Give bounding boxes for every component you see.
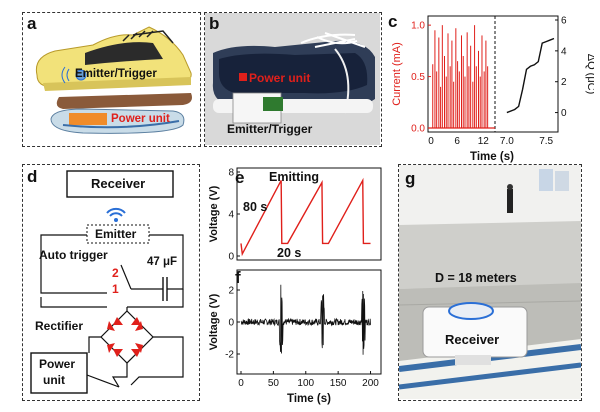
power-unit-box [30, 352, 88, 394]
panel-d-label: d [27, 167, 38, 186]
ytick-label-f: 2 [228, 286, 234, 297]
current-charge-chart: 0.0 0.5 1.0 0 2 4 6 0 6 12 7.0 7.5 Current (mA) Δ… [391, 15, 594, 163]
annot-80s: 80 s [243, 200, 268, 214]
wifi-icon [106, 207, 126, 222]
ylabel-current: Current (mA) [391, 42, 403, 106]
panel-d: d [22, 164, 200, 401]
emitting-title: Emitting [269, 170, 319, 184]
switch-pos-1: 1 [112, 282, 119, 296]
ytick-label-f: -2 [225, 350, 234, 361]
ylabel-voltage-f: Voltage (V) [208, 293, 220, 350]
ytick-label-right: 4 [561, 46, 567, 57]
ytick-label-left: 0.0 [411, 124, 425, 135]
ytick-label-left: 0.5 [411, 72, 425, 83]
ylabel-charge: ΔQ (μC) [585, 54, 594, 95]
emitter-label-d: Emitter [95, 227, 137, 241]
emitter-box [86, 224, 150, 244]
circuit-diagram [30, 170, 184, 394]
switch-pos-2: 2 [112, 266, 119, 280]
ytick-label-left: 1.0 [411, 21, 425, 32]
ylabel-voltage-e: Voltage (V) [208, 185, 220, 242]
ytick-label-f: 0 [228, 318, 234, 329]
panel-b-label: b [209, 14, 220, 33]
panel-c: c 0.0 0.5 1.0 0 2 4 6 0 6 12 7.0 7.5 Current (mA)… [388, 8, 594, 163]
shoe-photo [205, 13, 380, 145]
panel-a: a Emitter/Trigger Power unit [22, 12, 201, 147]
ytick-label-e: 0 [228, 252, 234, 263]
xtick-label-f: 100 [297, 378, 314, 389]
panel-g-label: g [405, 169, 416, 188]
ytick-label-right: 6 [561, 16, 567, 27]
receiver-label-g: Receiver [445, 332, 500, 347]
xtick-label-right: 7.5 [539, 136, 553, 147]
power-unit-label-a: Power unit [111, 113, 170, 125]
xtick-label-left: 0 [428, 136, 434, 147]
xtick-label-left: 6 [454, 136, 460, 147]
xtick-label-right: 7.0 [500, 136, 514, 147]
power-unit-label-d-2: unit [43, 373, 65, 387]
xlabel-time-c: Time (s) [470, 151, 514, 163]
xtick-label-f: 50 [268, 378, 280, 389]
capacitor-label: 47 μF [147, 256, 178, 268]
receiver-box [66, 170, 174, 198]
midsole [56, 93, 192, 109]
power-unit-label-b: Power unit [249, 71, 311, 85]
rectifier-label: Rectifier [35, 319, 84, 333]
panel-f-label: f [235, 268, 241, 287]
emitter-trigger-label-a: Emitter/Trigger [75, 68, 157, 80]
shoe-exploded-illustration [35, 26, 192, 134]
emitter-trigger-label-b: Emitter/Trigger [227, 122, 313, 136]
panel-c-label: c [388, 12, 398, 31]
annot-20s: 20 s [277, 246, 302, 260]
panel-a-label: a [27, 14, 37, 33]
voltage-emitting-chart: 0 4 8 Voltage (V) [208, 167, 382, 263]
panel-e: e 0 4 8 Voltage (V) Emitting 80 s 20 s [205, 162, 383, 266]
power-unit-label-d-1: Power [39, 357, 76, 371]
distance-label: D = 18 meters [435, 271, 517, 285]
panel-b: b Power unit Emitter/Trigger [204, 12, 382, 147]
auto-trigger-label: Auto trigger [39, 248, 108, 262]
panel-f: f -2 0 2 0 50 100 150 200 Voltage (V) Time (s) [205, 268, 383, 408]
voltage-receiving-chart: -2 0 2 0 50 100 150 200 Voltage (V) Time (s) [208, 269, 382, 405]
xtick-label-f: 150 [330, 378, 347, 389]
ytick-label-right: 2 [561, 77, 567, 88]
panel-e-label: e [235, 168, 245, 187]
ytick-label-e: 4 [228, 210, 234, 221]
ytick-label-right: 0 [561, 108, 567, 119]
xtick-label-left: 12 [478, 136, 490, 147]
hallway-photo [399, 165, 581, 399]
receiver-label-d: Receiver [91, 176, 146, 191]
xtick-label-f: 200 [362, 378, 379, 389]
xlabel-time-f: Time (s) [287, 393, 331, 405]
panel-g: g D = 18 meters Receiver [398, 164, 582, 401]
ytick-label-e: 8 [228, 168, 234, 179]
xtick-label-f: 0 [238, 378, 244, 389]
